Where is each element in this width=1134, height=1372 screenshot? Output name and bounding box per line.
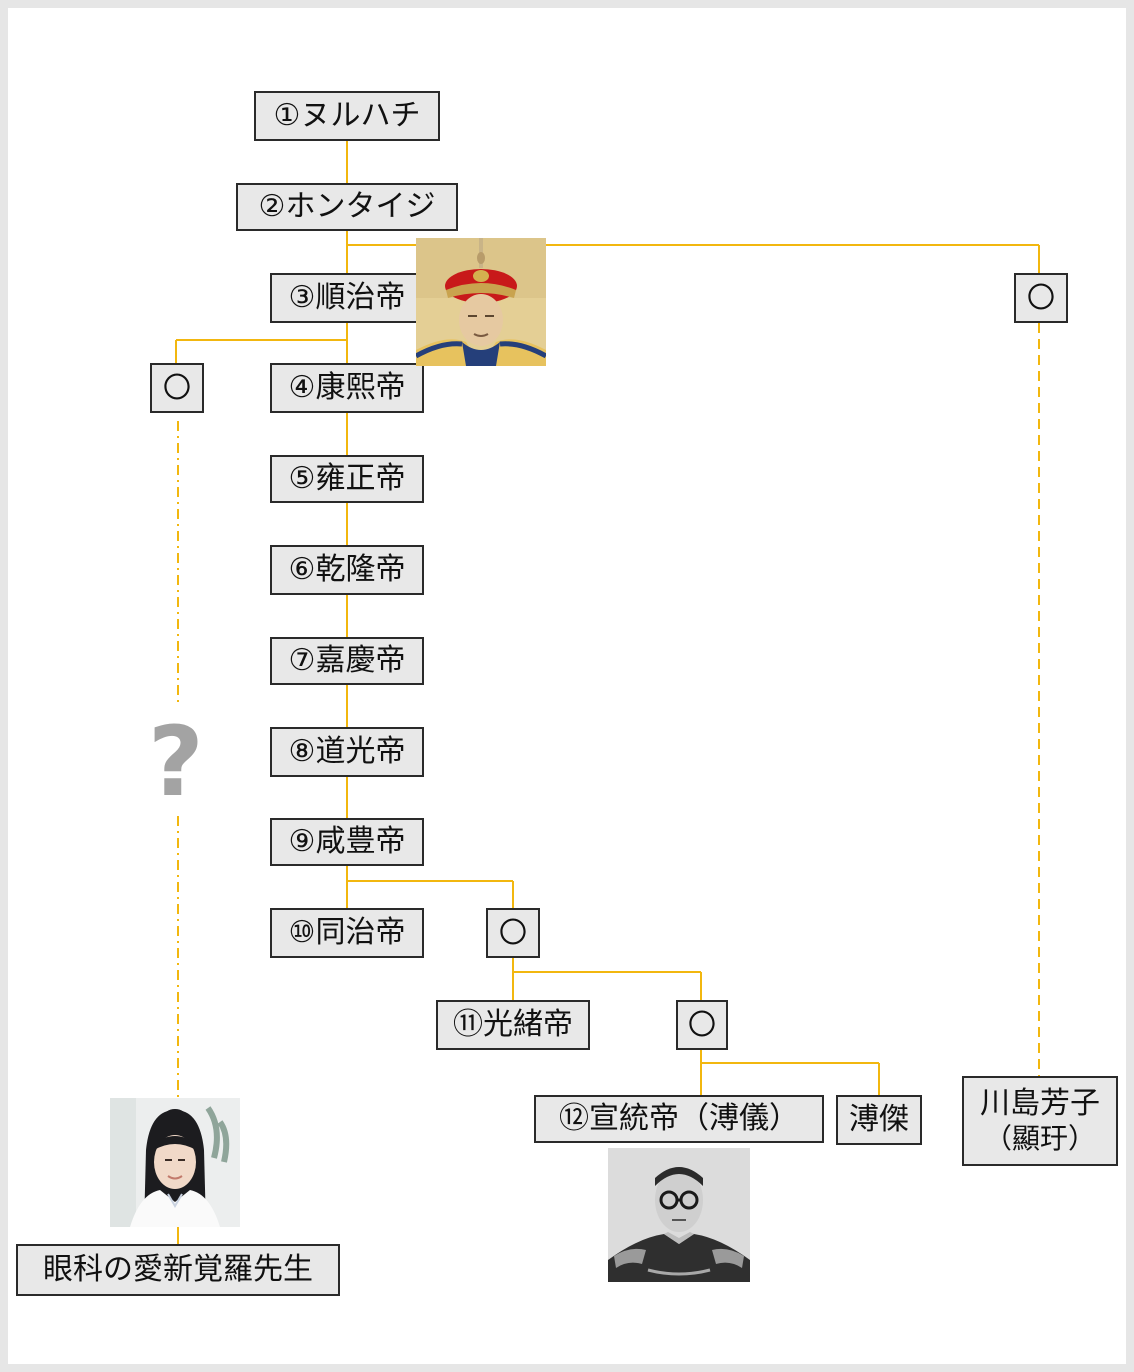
emperor-8-label: ⑧道光帝: [288, 734, 406, 769]
placeholder-circle: 〇: [498, 916, 527, 949]
unknown-prince-right-box: 〇: [1014, 273, 1068, 323]
family-tree-canvas: ①ヌルハチ ②ホンタイジ ③順治帝 ④康熙帝 ⑤雍正帝 ⑥乾隆帝 ⑦嘉慶帝 ⑧道…: [8, 8, 1126, 1364]
emperor-8-box: ⑧道光帝: [270, 727, 424, 777]
puyi-photo-image: [608, 1148, 750, 1282]
prince-chun-b-box: 〇: [676, 1000, 728, 1050]
emperor-12-box: ⑫宣統帝（溥儀）: [534, 1095, 824, 1143]
shunzhi-portrait-icon: [416, 238, 546, 366]
emperor-11-label: ⑪光緒帝: [453, 1007, 573, 1042]
emperor-4-label: ④康熙帝: [288, 370, 406, 405]
doctor-photo-icon: [110, 1098, 240, 1227]
emperor-9-box: ⑨咸豊帝: [270, 818, 424, 866]
emperor-10-box: ⑩同治帝: [270, 908, 424, 958]
descendant-label: 眼科の愛新覚羅先生: [43, 1252, 313, 1287]
emperor-6-box: ⑥乾隆帝: [270, 545, 424, 595]
unknown-prince-left-box: 〇: [150, 363, 204, 413]
emperor-2-box: ②ホンタイジ: [236, 183, 458, 231]
emperor-4-box: ④康熙帝: [270, 363, 424, 413]
placeholder-circle: 〇: [687, 1008, 716, 1041]
puyi-photo-icon: [608, 1148, 750, 1282]
pujie-label: 溥傑: [849, 1102, 909, 1137]
descendant-box: 眼科の愛新覚羅先生: [16, 1244, 340, 1296]
placeholder-circle: 〇: [1026, 281, 1055, 314]
question-mark-icon: ?: [148, 706, 204, 818]
emperor-11-box: ⑪光緒帝: [436, 1000, 590, 1050]
kawashima-box: 川島芳子 （顯玗）: [962, 1076, 1118, 1166]
emperor-3-box: ③順治帝: [270, 273, 424, 323]
emperor-6-label: ⑥乾隆帝: [288, 552, 406, 587]
emperor-1-label: ①ヌルハチ: [273, 98, 421, 133]
placeholder-circle: 〇: [162, 371, 191, 404]
kawashima-name: 川島芳子: [980, 1086, 1100, 1122]
kawashima-alias: （顯玗）: [983, 1122, 1096, 1156]
prince-chun-a-box: 〇: [486, 908, 540, 958]
emperor-5-box: ⑤雍正帝: [270, 455, 424, 503]
pujie-box: 溥傑: [836, 1095, 922, 1145]
emperor-2-label: ②ホンタイジ: [258, 189, 436, 224]
emperor-10-label: ⑩同治帝: [288, 915, 406, 950]
emperor-5-label: ⑤雍正帝: [288, 461, 406, 496]
emperor-12-label: ⑫宣統帝（溥儀）: [559, 1101, 799, 1136]
doctor-photo-image: [110, 1098, 240, 1227]
shunzhi-portrait-image: [416, 238, 546, 366]
emperor-1-box: ①ヌルハチ: [254, 91, 440, 141]
emperor-3-label: ③順治帝: [288, 280, 406, 315]
emperor-7-label: ⑦嘉慶帝: [288, 643, 406, 678]
emperor-9-label: ⑨咸豊帝: [288, 824, 406, 859]
emperor-7-box: ⑦嘉慶帝: [270, 637, 424, 685]
